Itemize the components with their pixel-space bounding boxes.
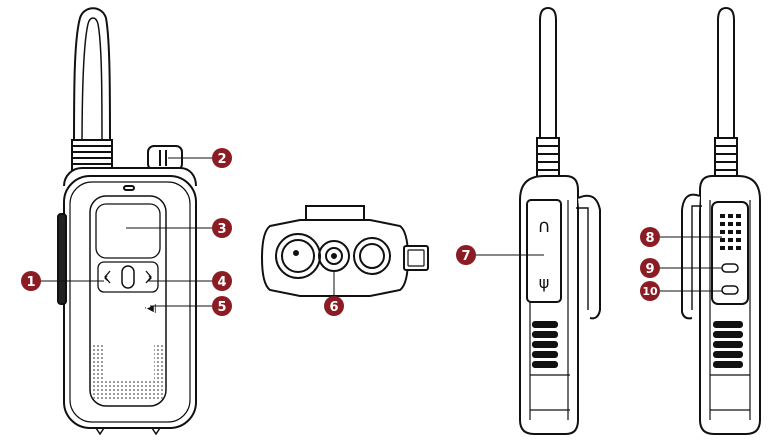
front-view: ·◀| [57, 7, 197, 436]
callout-10: 10 [640, 281, 660, 301]
callout-3: 3 [212, 218, 232, 238]
mic-icon: ψ [539, 273, 550, 292]
callout-7: 7 [456, 245, 476, 265]
speaker-holes [720, 214, 741, 250]
callout-4: 4 [212, 271, 232, 291]
svg-text:8: 8 [645, 231, 654, 246]
knob-top [353, 237, 391, 275]
led-indicator [123, 185, 135, 191]
leader-lines [40, 157, 722, 307]
antenna [717, 6, 735, 140]
belt-clip [577, 194, 601, 320]
left-side-view: ∩ ψ [519, 6, 601, 435]
speaker-grille [90, 345, 166, 400]
front-panel [89, 195, 167, 407]
grip-slots [713, 321, 743, 368]
belt-clip [681, 193, 701, 320]
callout-1: 1 [21, 271, 41, 291]
belt-clip-top [403, 245, 429, 271]
headset-port-cover [526, 199, 562, 303]
left-arrow-icon: ‹ [104, 271, 109, 285]
button-row [97, 261, 159, 293]
headphone-icon: ∩ [537, 216, 550, 237]
callout-5: 5 [212, 296, 232, 316]
side-ptt [57, 213, 67, 305]
callout-9: 9 [640, 258, 660, 278]
svg-text:4: 4 [217, 275, 226, 290]
svg-text:1: 1 [26, 275, 35, 290]
menu-button [121, 265, 135, 289]
callout-8: 8 [640, 227, 660, 247]
top-view [260, 205, 429, 297]
button-10 [721, 285, 739, 295]
svg-text:3: 3 [217, 222, 226, 237]
svg-text:10: 10 [642, 285, 658, 298]
grip-slots [532, 321, 558, 368]
svg-text:6: 6 [329, 300, 338, 315]
right-side-view [681, 6, 761, 435]
callout-2: 2 [212, 148, 232, 168]
speaker-mic-panel [711, 201, 749, 305]
callout-6: 6 [324, 296, 344, 316]
display-window [95, 203, 161, 259]
antenna [539, 6, 557, 140]
svg-text:2: 2 [217, 152, 226, 167]
sound-icon: ·◀| [144, 304, 157, 314]
right-arrow-icon: › [148, 271, 153, 285]
svg-text:9: 9 [645, 262, 654, 277]
svg-text:5: 5 [217, 300, 226, 315]
svg-text:7: 7 [461, 249, 470, 264]
antenna [73, 7, 111, 151]
